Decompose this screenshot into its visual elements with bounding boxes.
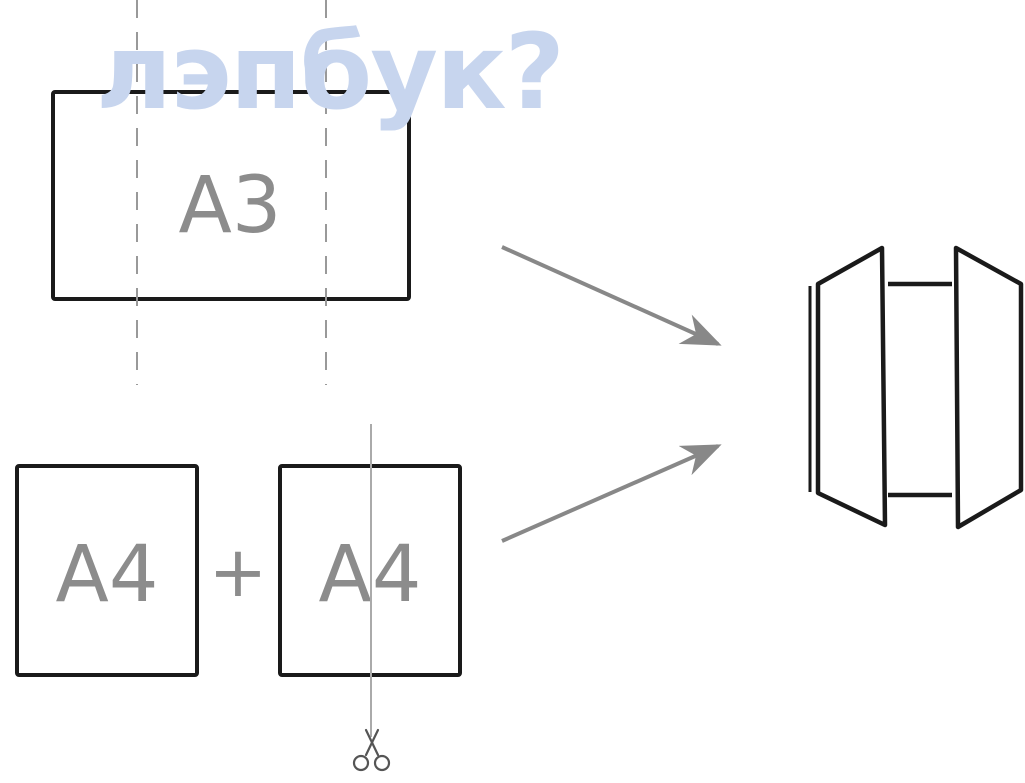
a3-label: A3 <box>179 161 282 251</box>
a3-sheet <box>51 90 411 301</box>
plus-sign: + <box>209 531 268 613</box>
page-title: лэпбук? <box>96 11 565 133</box>
arrow-from-a4 <box>501 444 722 543</box>
arrow-from-a3 <box>501 245 722 346</box>
a4-left-label: A4 <box>56 530 159 620</box>
a4-sheet-left <box>15 464 199 677</box>
folded-lapbook-icon <box>808 245 1024 530</box>
scissors-icon <box>352 728 391 772</box>
